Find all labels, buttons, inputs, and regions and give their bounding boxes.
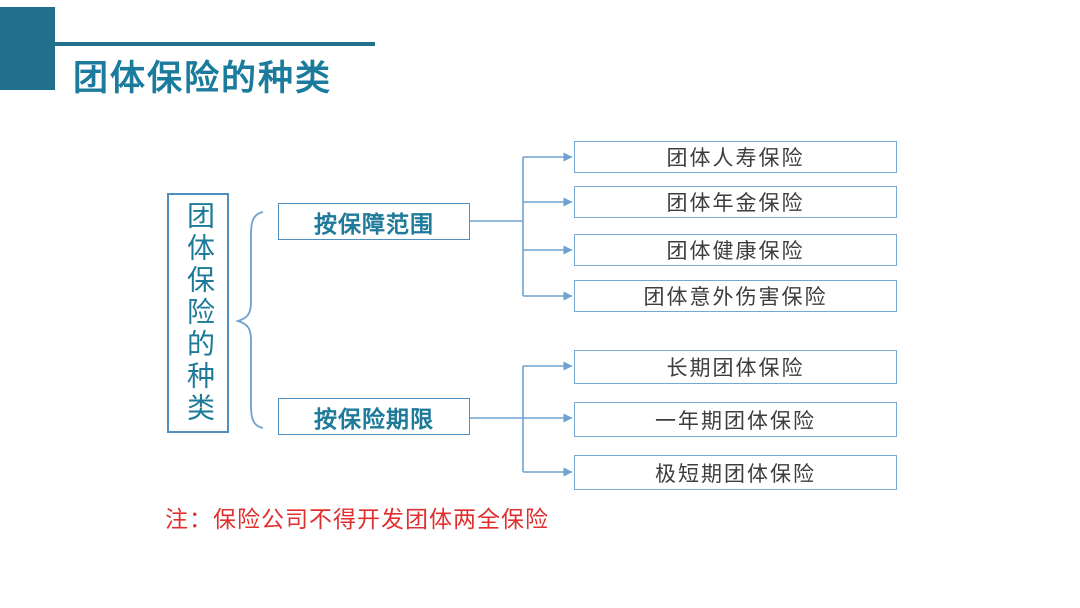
root-node-label: 团体保险的种类: [183, 201, 214, 425]
branch-insurance-term: 按保险期限: [278, 398, 470, 435]
leaf-group-accident-insurance: 团体意外伤害保险: [574, 280, 897, 312]
leaf-group-health-insurance: 团体健康保险: [574, 234, 897, 266]
leaf-label: 团体人寿保险: [666, 146, 805, 170]
brace: [234, 211, 264, 429]
leaf-label: 团体意外伤害保险: [643, 285, 828, 309]
leaf-label: 长期团体保险: [666, 356, 805, 380]
branch-label: 按保障范围: [314, 211, 434, 237]
title-underline: [55, 42, 375, 46]
leaf-label: 团体年金保险: [666, 191, 805, 215]
branch-coverage-scope: 按保障范围: [278, 203, 470, 240]
leaf-label: 一年期团体保险: [655, 408, 816, 433]
branch-label: 按保险期限: [314, 406, 434, 432]
leaf-group-life-insurance: 团体人寿保险: [574, 141, 897, 173]
leaf-long-term-group-insurance: 长期团体保险: [574, 350, 897, 384]
leaf-label: 极短期团体保险: [655, 461, 816, 486]
leaf-very-short-term-group-insurance: 极短期团体保险: [574, 455, 897, 490]
footnote: 注：保险公司不得开发团体两全保险: [165, 507, 549, 532]
header-accent-bar: [0, 7, 55, 90]
leaf-one-year-group-insurance: 一年期团体保险: [574, 402, 897, 437]
leaf-group-annuity-insurance: 团体年金保险: [574, 186, 897, 218]
root-node: 团体保险的种类: [167, 193, 229, 433]
leaf-label: 团体健康保险: [666, 239, 805, 263]
slide-title: 团体保险的种类: [73, 59, 333, 98]
